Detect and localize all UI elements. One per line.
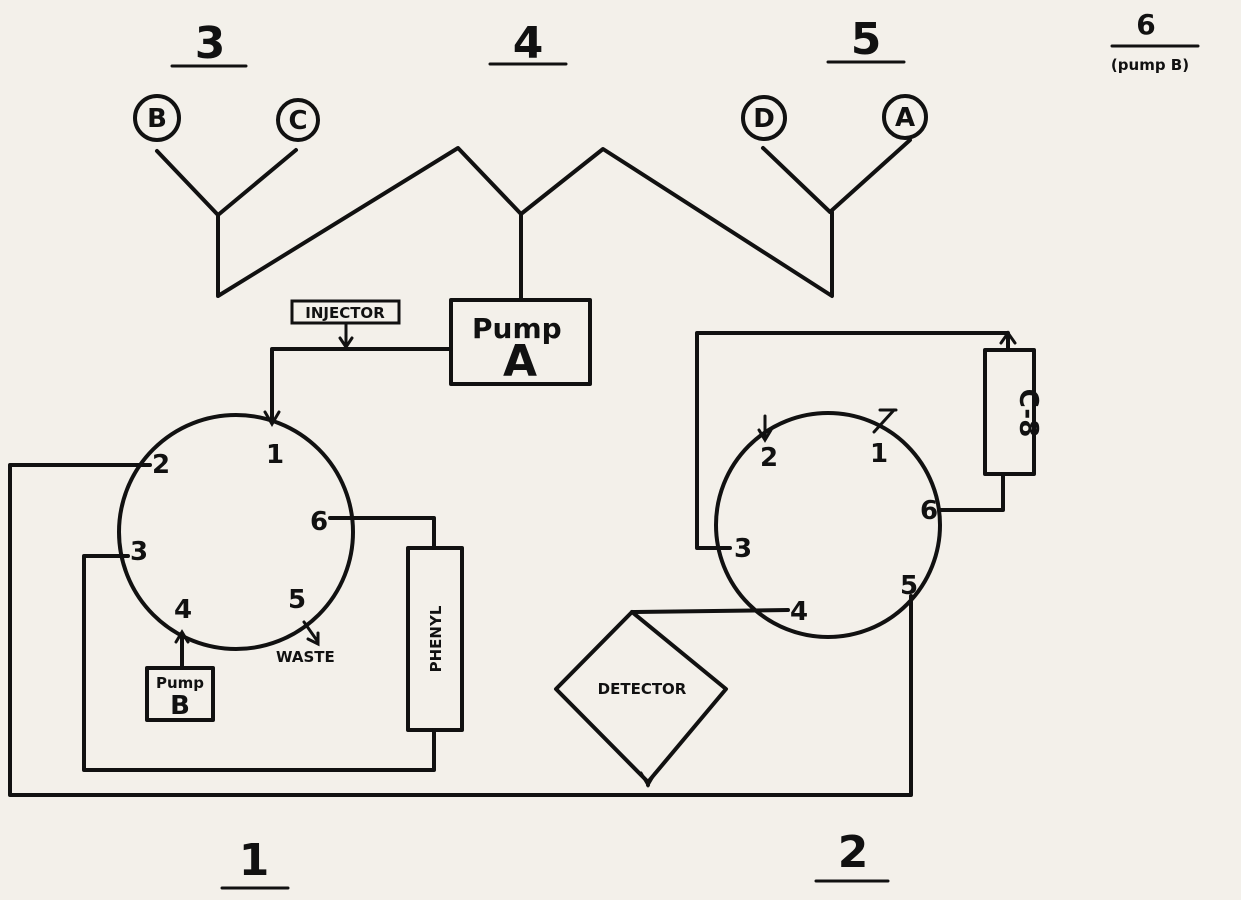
valve1-port-3: 3	[130, 537, 148, 567]
valve1-port6-to-phenyl-line	[328, 516, 436, 550]
valve1-port-4: 4	[174, 595, 192, 625]
valve1-port2-to-valve2-port5-line	[8, 463, 913, 797]
valve2-port-2: 2	[760, 443, 778, 473]
valve1-port-2: 2	[152, 450, 170, 480]
solvent-c-circle	[276, 98, 320, 142]
waste-arrow-line	[302, 620, 320, 644]
solvent-a: A	[882, 94, 928, 140]
valve1-port-6: 6	[310, 507, 328, 537]
solvent-b-label: B	[147, 104, 167, 134]
solvent-da-merge	[761, 138, 912, 214]
waste-arrow-head	[306, 631, 320, 647]
pump-a-to-valve1-line	[270, 347, 453, 424]
solvent-d-circle	[741, 95, 787, 141]
valve1-port1-arrow	[263, 410, 281, 427]
valve2-port-4: 4	[790, 597, 808, 627]
section-6-note: (pump B)	[1111, 56, 1189, 74]
solvent-c-label: C	[288, 106, 307, 136]
solvent-c: C	[276, 98, 320, 142]
pump-a-label-line2: A	[503, 336, 537, 387]
solvent-b-circle	[133, 94, 181, 142]
valve2-port6-to-c8-line	[938, 472, 1005, 512]
solvent-d-label: D	[753, 104, 775, 134]
section-5-label: 5	[851, 14, 882, 65]
c8-label: C-8	[1013, 389, 1043, 438]
valve-1	[117, 413, 355, 651]
solvent-manifold-line	[216, 146, 834, 298]
valve1-port-5: 5	[288, 585, 306, 615]
solvent-a-label: A	[895, 103, 915, 133]
valve2-port-6: 6	[920, 496, 938, 526]
pump-a-label-line1: Pump	[472, 312, 562, 345]
c8-to-valve2-port3-line	[695, 331, 1010, 550]
section-1-label: 1	[239, 835, 270, 886]
detector-outlet-arrow	[639, 771, 657, 788]
section-2-label: 2	[838, 827, 869, 878]
valve-2	[714, 411, 942, 639]
valve2-port4-to-detector-line	[630, 608, 790, 614]
phenyl-label: PHENYL	[427, 605, 445, 672]
detector-label: DETECTOR	[598, 680, 687, 698]
waste-label: WASTE	[276, 648, 335, 666]
pump-b-label-line2: B	[170, 691, 190, 721]
solvent-b: B	[133, 94, 181, 142]
pump-b-label-line1: Pump	[156, 674, 204, 692]
phenyl-to-valve1-port3-line	[82, 554, 436, 772]
section-3-label: 3	[195, 18, 226, 69]
valve2-port-3: 3	[734, 534, 752, 564]
section-4-label: 4	[513, 18, 544, 69]
valve2-port-1: 1	[870, 439, 888, 469]
c8-top-arrow	[999, 330, 1017, 345]
valve2-port1-tick	[872, 408, 896, 434]
valve2-port2-arrow	[757, 428, 773, 443]
pump-b-arrow-head	[174, 629, 190, 644]
section-6-label: 6	[1136, 8, 1155, 41]
pump-a-box	[449, 298, 592, 386]
solvent-a-circle	[882, 94, 928, 140]
solvent-d: D	[741, 95, 787, 141]
solvent-bc-merge	[155, 148, 298, 217]
valve2-port-5: 5	[900, 571, 918, 601]
valve1-port-1: 1	[266, 440, 284, 470]
injector-label: INJECTOR	[305, 304, 385, 322]
